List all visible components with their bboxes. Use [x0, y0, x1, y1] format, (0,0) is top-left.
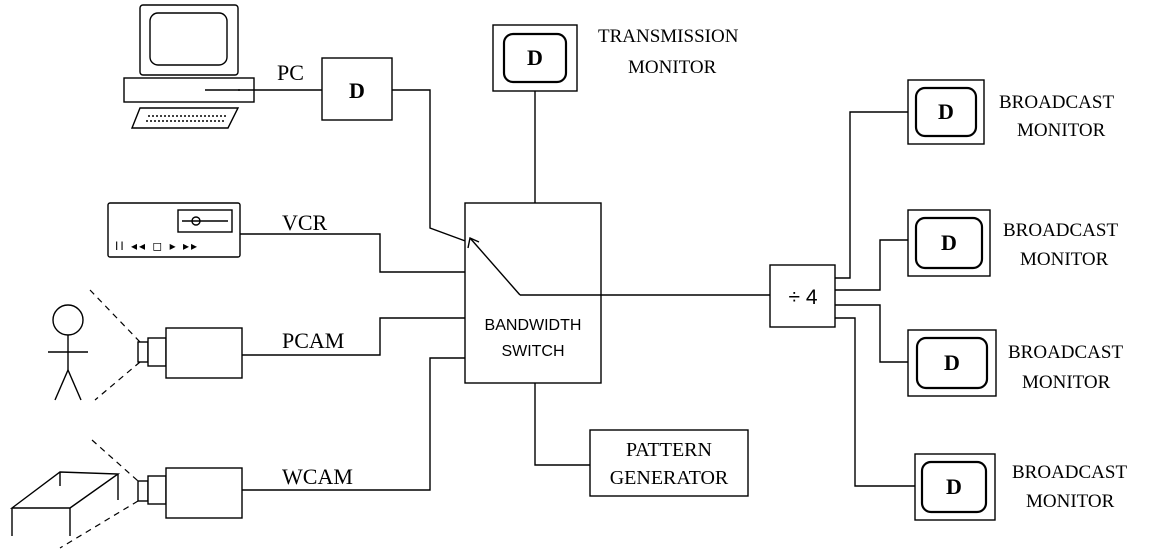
signal-splitter: ÷ 4	[769, 264, 836, 328]
broadcast-monitor-2-label-line2: MONITOR	[1020, 249, 1109, 270]
broadcast-monitor-4-label-line1: BROADCAST	[1012, 462, 1127, 483]
pcam-camera-icon	[137, 327, 243, 379]
transmission-monitor: D	[492, 24, 578, 92]
pc-display-box-label: D	[349, 78, 365, 103]
pattern-generator-label-line1: PATTERN	[626, 439, 712, 461]
bandwidth-switch: BANDWIDTH SWITCH	[464, 202, 602, 384]
switch-label-line2: SWITCH	[501, 343, 564, 360]
transmission-monitor-label-line1: TRANSMISSION	[598, 26, 739, 47]
broadcast-monitor-2-display-label: D	[941, 230, 957, 255]
table-object-icon	[9, 471, 121, 536]
transmission-monitor-display-label: D	[527, 45, 543, 70]
pattern-generator-label-line2: GENERATOR	[610, 467, 729, 489]
vcr-buttons: II ◂◂ ◻ ▸ ▸▸	[115, 239, 199, 253]
wcam-label: WCAM	[282, 464, 353, 489]
broadcast-monitor-3-label-line1: BROADCAST	[1008, 342, 1123, 363]
broadcast-monitor-1-label-line2: MONITOR	[1017, 120, 1106, 141]
pc-display-box: D	[321, 57, 393, 121]
broadcast-monitor-1: D	[907, 79, 985, 145]
broadcast-monitor-1-label-line1: BROADCAST	[999, 92, 1114, 113]
broadcast-monitor-4-display-label: D	[946, 474, 962, 499]
splitter-label: ÷ 4	[788, 286, 817, 309]
pc-label: PC	[277, 60, 304, 85]
broadcast-monitor-3-display-label: D	[944, 350, 960, 375]
pc-computer-icon	[123, 4, 255, 129]
broadcast-monitor-2-label-line1: BROADCAST	[1003, 220, 1118, 241]
switch-label-line1: BANDWIDTH	[485, 317, 582, 334]
broadcast-monitor-3: D	[907, 329, 997, 397]
pcam-label: PCAM	[282, 328, 344, 353]
vcr-device-icon: II ◂◂ ◻ ▸ ▸▸	[107, 202, 241, 258]
transmission-monitor-label-line2: MONITOR	[628, 57, 717, 78]
broadcast-monitor-4: D	[914, 453, 996, 521]
broadcast-monitor-2: D	[907, 209, 991, 277]
broadcast-monitor-4-label-line2: MONITOR	[1026, 491, 1115, 512]
vcr-label: VCR	[282, 210, 328, 235]
person-figure-icon	[48, 304, 88, 401]
wcam-camera-icon	[137, 467, 243, 519]
broadcast-monitor-3-label-line2: MONITOR	[1022, 372, 1111, 393]
pattern-generator: PATTERN GENERATOR	[589, 429, 749, 497]
broadcast-monitor-1-display-label: D	[938, 99, 954, 124]
